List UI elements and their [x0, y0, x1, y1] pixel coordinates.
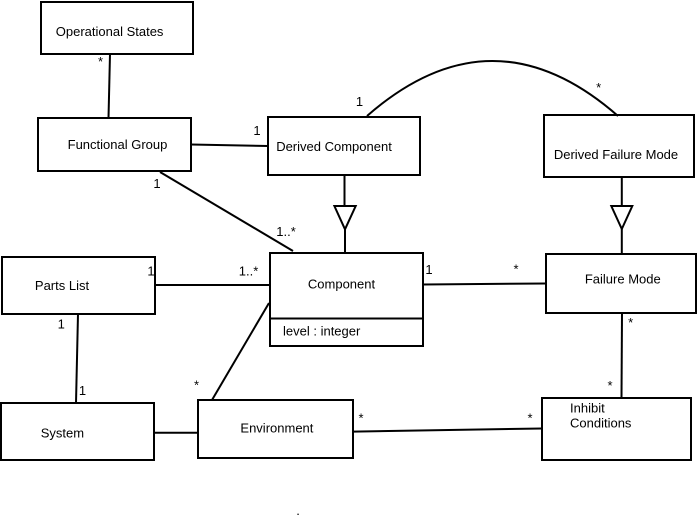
svg-text:1: 1 [147, 264, 154, 279]
svg-text:Parts List: Parts List [35, 278, 90, 293]
svg-text:1: 1 [356, 94, 363, 109]
svg-text:1: 1 [58, 317, 65, 332]
svg-text:.: . [296, 503, 300, 516]
svg-text:1: 1 [253, 123, 260, 138]
svg-text:*: * [194, 377, 199, 392]
svg-text:Environment: Environment [240, 421, 313, 436]
svg-text:Operational States: Operational States [56, 24, 164, 39]
svg-text:1: 1 [79, 383, 86, 398]
svg-text:*: * [98, 54, 103, 69]
svg-text:*: * [527, 411, 532, 426]
svg-text:Derived Component: Derived Component [276, 139, 392, 154]
svg-text:Derived Failure Mode: Derived Failure Mode [554, 147, 678, 162]
svg-text:Failure Mode: Failure Mode [585, 272, 661, 287]
svg-text:Functional Group: Functional Group [68, 137, 168, 152]
svg-text:Conditions: Conditions [570, 416, 632, 431]
svg-text:*: * [596, 80, 601, 95]
svg-text:1..*: 1..* [239, 264, 259, 279]
svg-text:level : integer: level : integer [283, 324, 361, 339]
svg-text:Component: Component [308, 277, 376, 292]
svg-text:1..*: 1..* [276, 224, 296, 239]
svg-text:Inhibit: Inhibit [570, 401, 605, 416]
svg-text:*: * [607, 378, 612, 393]
svg-text:*: * [358, 411, 363, 426]
svg-text:*: * [513, 262, 518, 277]
svg-text:1: 1 [153, 176, 160, 191]
svg-text:*: * [628, 315, 633, 330]
svg-text:System: System [41, 426, 84, 441]
svg-text:1: 1 [425, 262, 432, 277]
